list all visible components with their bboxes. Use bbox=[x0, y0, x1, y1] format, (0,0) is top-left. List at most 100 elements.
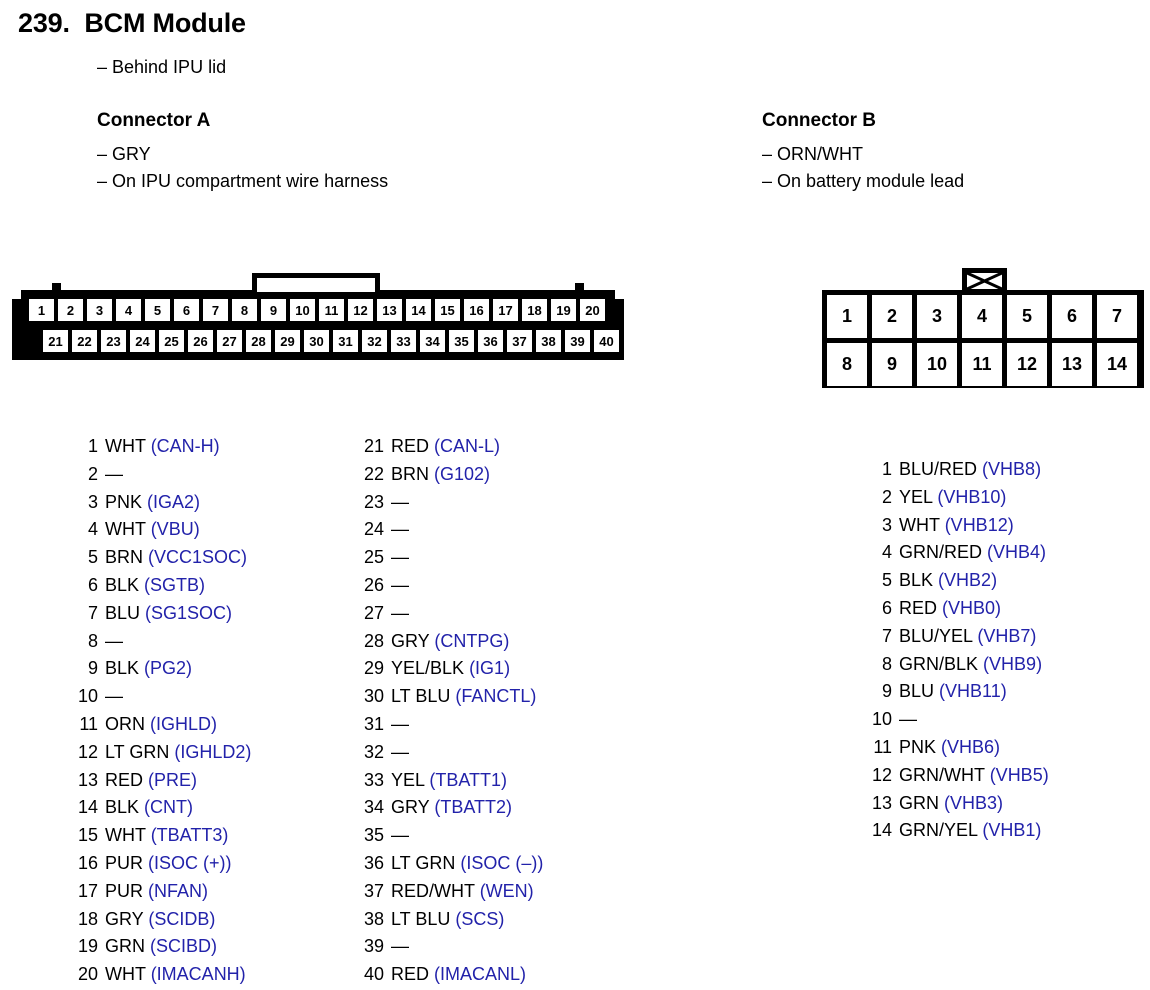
connector-a-color-note: – GRY bbox=[97, 144, 151, 164]
wire-color: GRN bbox=[105, 936, 145, 957]
pin-number: 2 bbox=[87, 463, 98, 484]
signal-name: (VHB4) bbox=[987, 542, 1047, 563]
signal-name: (VHB9) bbox=[983, 653, 1043, 674]
pin-entry-10: 10— bbox=[72, 683, 251, 711]
connector-a-pin-cell-15: 15 bbox=[435, 299, 460, 321]
connector-a-pin-cell-6: 6 bbox=[174, 299, 199, 321]
pin-number: 7 bbox=[881, 625, 892, 646]
pin-entry-23: 23— bbox=[358, 489, 543, 517]
pin-number: 11 bbox=[79, 713, 98, 734]
pin-number: 2 bbox=[881, 486, 892, 507]
wire-color: BLK bbox=[105, 797, 140, 818]
signal-name: (ISOC (+)) bbox=[148, 852, 232, 873]
wire-color: YEL bbox=[391, 769, 425, 790]
wire-color: RED/WHT bbox=[391, 880, 475, 901]
pin-number: 21 bbox=[363, 436, 384, 456]
connector-b-pin-cell-14: 14 bbox=[1097, 343, 1137, 386]
wire-color: PUR bbox=[105, 880, 144, 901]
pin-number: 3 bbox=[881, 514, 892, 535]
pin-entry-10: 10— bbox=[866, 706, 1049, 734]
signal-name: (VHB11) bbox=[939, 681, 1007, 702]
pin-number: 8 bbox=[87, 630, 98, 651]
pin-unused-marker: — bbox=[391, 825, 409, 846]
connector-a-pin-cell-30: 30 bbox=[304, 330, 329, 352]
wire-color: GRN/BLK bbox=[899, 653, 979, 674]
pin-number: 4 bbox=[87, 519, 98, 540]
pin-number: 36 bbox=[363, 852, 384, 873]
connector-a-pin-cell-1: 1 bbox=[29, 299, 54, 321]
pin-number: 27 bbox=[363, 602, 384, 623]
signal-name: (IMACANH) bbox=[150, 964, 246, 985]
pin-entry-39: 39— bbox=[358, 933, 543, 961]
connector-a-pin-cell-9: 9 bbox=[261, 299, 286, 321]
signal-name: (VHB2) bbox=[938, 570, 998, 591]
wire-color: YEL bbox=[899, 486, 933, 507]
pin-unused-marker: — bbox=[899, 709, 917, 730]
connector-a-pin-cell-29: 29 bbox=[275, 330, 300, 352]
wire-color: BRN bbox=[105, 547, 144, 568]
connector-b-pin-cell-6: 6 bbox=[1052, 295, 1092, 338]
pin-entry-25: 25— bbox=[358, 544, 543, 572]
pin-unused-marker: — bbox=[105, 630, 123, 651]
pin-entry-26: 26— bbox=[358, 572, 543, 600]
wire-color: BLU/RED bbox=[899, 459, 978, 479]
pin-number: 9 bbox=[881, 681, 892, 702]
pin-number: 40 bbox=[363, 964, 384, 985]
connector-b-pin-cell-5: 5 bbox=[1007, 295, 1047, 338]
pin-number: 31 bbox=[363, 713, 384, 734]
connector-a-pin-cell-23: 23 bbox=[101, 330, 126, 352]
signal-name: (VHB12) bbox=[944, 514, 1014, 535]
signal-name: (IMACANL) bbox=[434, 964, 527, 985]
signal-name: (FANCTL) bbox=[455, 686, 537, 707]
connector-a-pin-cell-34: 34 bbox=[420, 330, 445, 352]
pin-number: 30 bbox=[363, 686, 384, 707]
signal-name: (IGHLD) bbox=[150, 713, 218, 734]
pin-entry-27: 27— bbox=[358, 600, 543, 628]
connector-b-pin-cell-2: 2 bbox=[872, 295, 912, 338]
wire-color: WHT bbox=[105, 825, 146, 846]
pin-entry-32: 32— bbox=[358, 739, 543, 767]
wire-color: BLK bbox=[899, 570, 934, 591]
pin-number: 12 bbox=[77, 741, 98, 762]
pin-number: 25 bbox=[363, 547, 384, 568]
pin-number: 4 bbox=[881, 542, 892, 563]
pin-unused-marker: — bbox=[391, 519, 409, 540]
wire-color: YEL/BLK bbox=[391, 658, 465, 679]
connector-a-location-note: – On IPU compartment wire harness bbox=[97, 171, 389, 191]
connector-b-pin-cell-12: 12 bbox=[1007, 343, 1047, 386]
connector-a-pin-cell-7: 7 bbox=[203, 299, 228, 321]
signal-name: (SGTB) bbox=[144, 574, 206, 595]
wire-color: LT GRN bbox=[391, 852, 456, 873]
signal-name: (IGA2) bbox=[147, 491, 201, 512]
pin-number: 8 bbox=[881, 653, 892, 674]
signal-name: (NFAN) bbox=[148, 880, 209, 901]
signal-name: (VHB6) bbox=[941, 736, 1001, 757]
connector-a-pin-cell-22: 22 bbox=[72, 330, 97, 352]
pin-number: 5 bbox=[87, 547, 98, 568]
pin-number: 24 bbox=[363, 519, 384, 540]
connector-b-pin-cell-1: 1 bbox=[827, 295, 867, 338]
connector-a-pin-cell-40: 40 bbox=[594, 330, 619, 352]
wire-color: GRN/WHT bbox=[899, 764, 985, 785]
pin-unused-marker: — bbox=[105, 686, 123, 707]
connector-a-pin-cell-37: 37 bbox=[507, 330, 532, 352]
